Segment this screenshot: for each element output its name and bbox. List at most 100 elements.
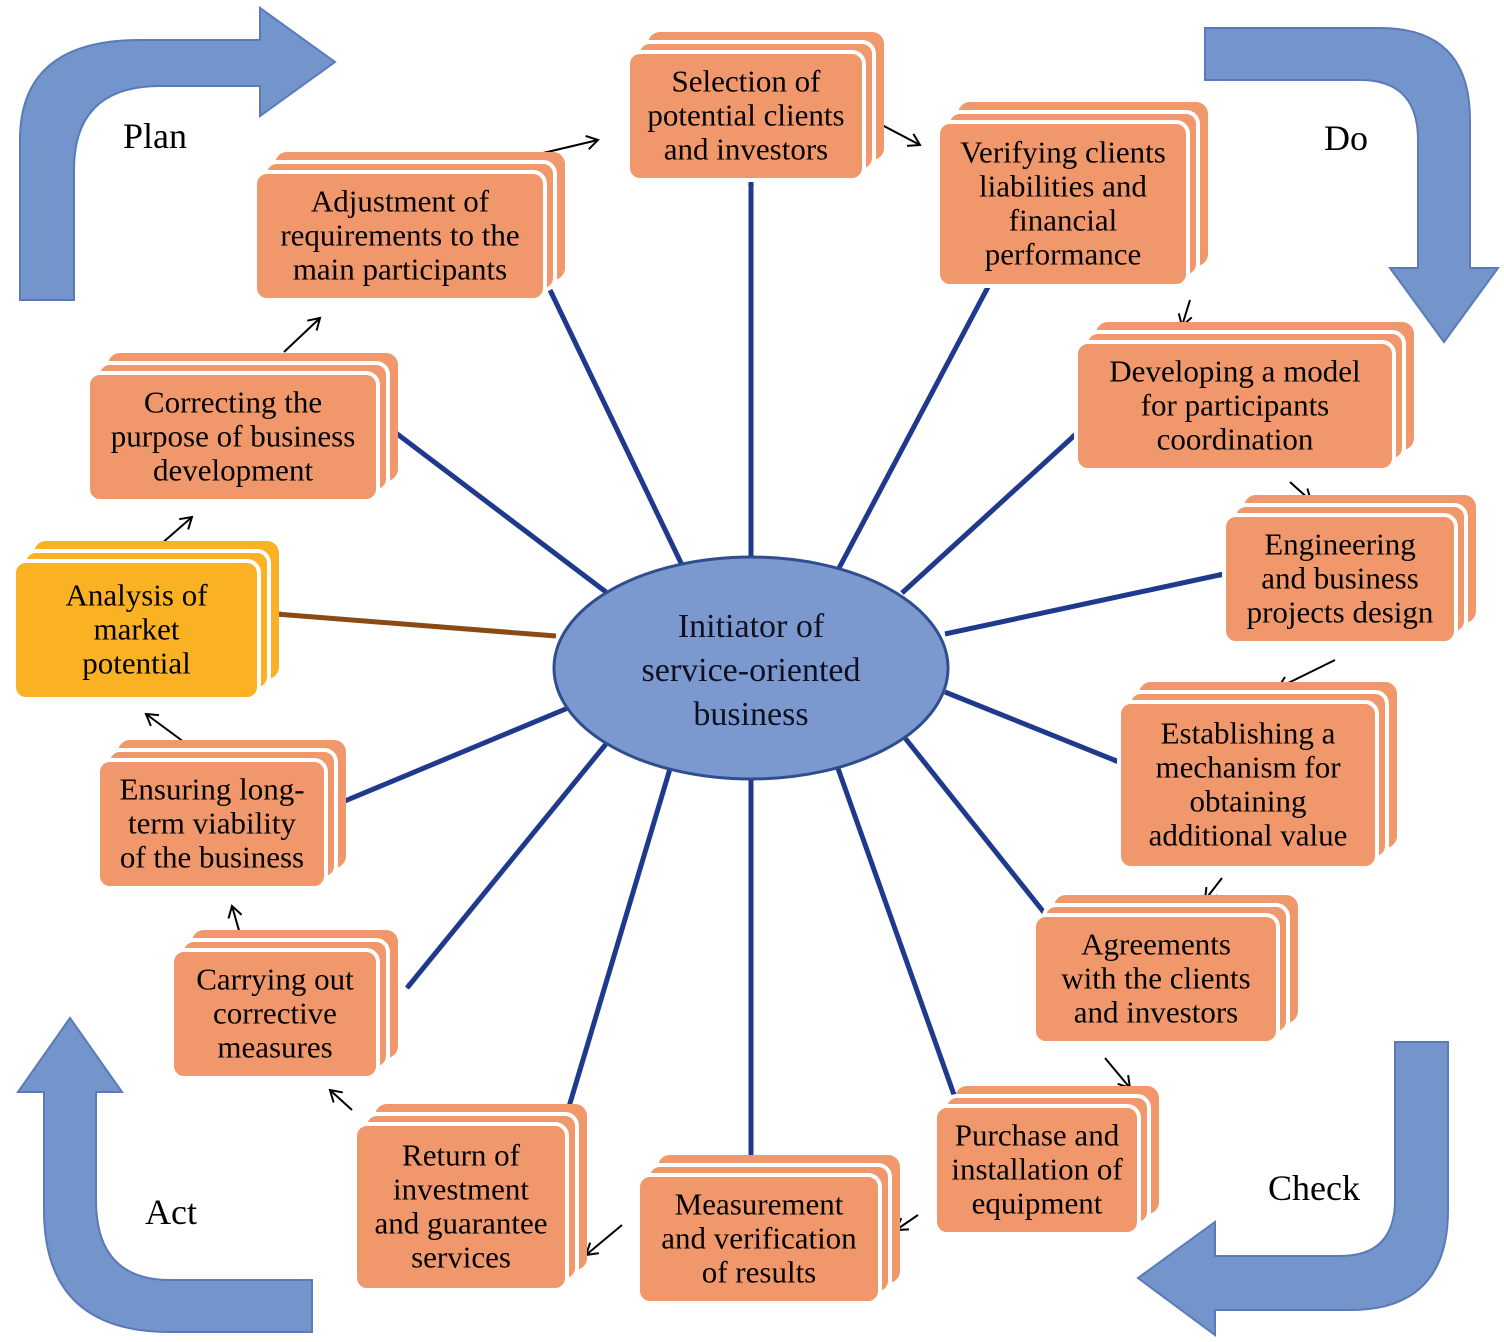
- node-label-purchase: equipment: [972, 1186, 1103, 1221]
- node-label-establishing: obtaining: [1189, 784, 1306, 819]
- node-label-purchase: Purchase and: [955, 1118, 1120, 1153]
- node-label-establishing: mechanism for: [1155, 750, 1341, 785]
- spoke-engineering: [944, 571, 1226, 637]
- flow-arrowhead: [585, 134, 600, 150]
- node-label-verifying: financial: [1009, 203, 1117, 238]
- node-label-measurement: of results: [702, 1255, 817, 1290]
- spoke-agreements: [903, 736, 1048, 917]
- node-label-selection: and investors: [664, 132, 828, 167]
- phase-arrow-check: [1136, 1041, 1449, 1337]
- node-label-carrying: Carrying out: [196, 962, 354, 997]
- flow-arrow: [329, 1089, 353, 1111]
- spoke-carrying: [405, 742, 608, 990]
- node-label-developing: Developing a model: [1109, 354, 1360, 389]
- node-label-return: investment: [393, 1172, 529, 1207]
- node-label-adjustment: Adjustment of: [311, 184, 490, 219]
- node-label-measurement: and verification: [661, 1221, 857, 1256]
- spokes: [274, 178, 1226, 1172]
- phase-label-check: Check: [1268, 1168, 1360, 1208]
- center-line-3: business: [693, 696, 808, 733]
- node-label-engineering: projects design: [1247, 595, 1434, 630]
- node-label-correcting: development: [153, 453, 314, 488]
- node-label-ensuring: of the business: [120, 840, 304, 875]
- center-line-1: Initiator of: [678, 608, 825, 645]
- flow-arrowhead: [307, 316, 322, 331]
- node-label-developing: for participants: [1141, 388, 1330, 423]
- phase-arrow-do: [1204, 27, 1500, 344]
- node-label-verifying: liabilities and: [979, 169, 1147, 204]
- node-label-correcting: Correcting the: [144, 385, 322, 420]
- phase-arrow-plan: [19, 6, 337, 301]
- flow-arrow: [585, 1224, 623, 1256]
- node-label-selection: potential clients: [647, 98, 844, 133]
- flow-arrowhead: [179, 515, 194, 530]
- node-label-developing: coordination: [1157, 422, 1314, 457]
- flow-arrow: [145, 713, 189, 746]
- node-label-agreements: and investors: [1074, 995, 1238, 1030]
- node-label-adjustment: requirements to the: [280, 218, 519, 253]
- phase-arrow-act: [16, 1016, 313, 1333]
- flow-arrow: [283, 317, 321, 353]
- node-label-establishing: Establishing a: [1161, 716, 1336, 751]
- node-label-selection: Selection of: [672, 64, 822, 99]
- spoke-correcting: [390, 428, 608, 594]
- spoke-adjustment: [547, 288, 685, 567]
- phase-label-act: Act: [145, 1192, 197, 1232]
- flow-arrowhead: [328, 1088, 343, 1103]
- flow-arrow: [1104, 1057, 1131, 1089]
- node-label-verifying: performance: [985, 237, 1142, 272]
- node-label-carrying: corrective: [213, 996, 337, 1031]
- spoke-return: [565, 761, 675, 1112]
- flow-arrowhead: [906, 133, 922, 147]
- spoke-developing: [900, 432, 1078, 595]
- node-label-measurement: Measurement: [675, 1187, 844, 1222]
- spoke-establishing: [944, 689, 1121, 765]
- node-label-ensuring: Ensuring long-: [119, 772, 304, 807]
- node-label-return: and guarantee: [375, 1206, 548, 1241]
- flow-arrow: [231, 905, 241, 935]
- node-label-analysis: market: [93, 612, 179, 647]
- node-label-correcting: purpose of business: [111, 419, 356, 454]
- center-node: Initiator of service-oriented business: [552, 555, 950, 781]
- node-label-adjustment: main participants: [293, 252, 507, 287]
- node-label-return: Return of: [402, 1138, 521, 1173]
- phase-label-do: Do: [1324, 118, 1368, 158]
- spoke-purchase: [832, 759, 961, 1108]
- phase-label-plan: Plan: [123, 116, 187, 156]
- node-label-establishing: additional value: [1149, 818, 1348, 853]
- flow-arrow: [159, 516, 193, 546]
- center-line-2: service-oriented: [642, 652, 861, 689]
- spoke-analysis: [274, 611, 557, 639]
- flow-arrow: [881, 124, 921, 146]
- node-label-ensuring: term viability: [128, 806, 296, 841]
- node-label-carrying: measures: [217, 1030, 332, 1065]
- node-label-engineering: Engineering: [1264, 527, 1416, 562]
- spoke-ensuring: [338, 705, 569, 806]
- node-label-agreements: with the clients: [1061, 961, 1250, 996]
- node-label-agreements: Agreements: [1081, 927, 1231, 962]
- flow-arrow: [1181, 299, 1191, 327]
- flow-arrowhead: [227, 904, 243, 919]
- node-label-analysis: potential: [82, 646, 190, 681]
- flow-arrowhead: [144, 712, 160, 727]
- node-label-engineering: and business: [1261, 561, 1419, 596]
- node-label-return: services: [411, 1240, 511, 1275]
- node-label-analysis: Analysis of: [65, 578, 208, 613]
- node-label-purchase: installation of: [951, 1152, 1123, 1187]
